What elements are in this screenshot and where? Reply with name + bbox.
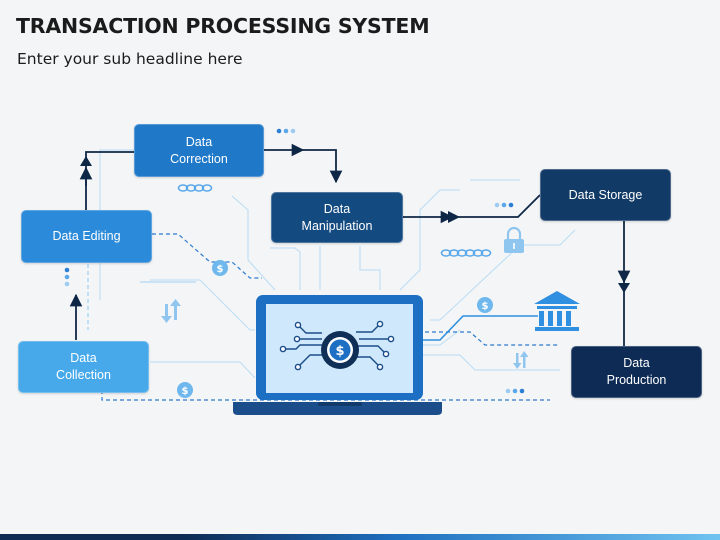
- flow-arrowhead: [448, 211, 460, 223]
- chain-link-icon: [440, 249, 492, 257]
- dollar-coin-icon: $: [177, 382, 193, 398]
- node-data-correction: Data Correction: [134, 124, 264, 177]
- svg-text:$: $: [482, 301, 489, 312]
- node-label-line1: Data Editing: [52, 229, 121, 243]
- dollar-coin-icon: $: [212, 260, 228, 276]
- flow-arrowhead: [80, 156, 92, 166]
- node-label-line1: Data Storage: [568, 187, 643, 202]
- dot-cluster: [494, 202, 514, 208]
- flow-connectors: [69, 143, 631, 346]
- page-title: TRANSACTION PROCESSING SYSTEM: [16, 14, 430, 38]
- node-label-line2: Correction: [170, 151, 228, 166]
- node-label-line2: Collection: [56, 368, 111, 382]
- dot-cluster: [64, 267, 70, 287]
- svg-text:$: $: [335, 344, 344, 359]
- screen-circuit-lines: [286, 325, 388, 366]
- transfer-arrows-icon: [513, 351, 529, 369]
- node-data-manipulation: Data Manipulation: [271, 192, 403, 243]
- node-data-production: Data Production: [571, 346, 702, 398]
- node-data-collection: Data Collection: [18, 341, 149, 393]
- lock-icon: [504, 226, 524, 253]
- dollar-coin-icon: $: [477, 297, 493, 313]
- accent-connector: [422, 315, 538, 341]
- node-label-line2: Manipulation: [301, 218, 373, 233]
- dot-cluster: [276, 128, 296, 134]
- node-label-line1: Data: [323, 201, 351, 216]
- node-data-editing: Data Editing: [21, 210, 152, 263]
- node-label-line1: Data: [70, 351, 97, 365]
- transfer-arrows-icon: [161, 299, 181, 323]
- node-label-line1: Data: [623, 356, 650, 370]
- svg-text:$: $: [217, 264, 224, 275]
- page-subtitle: Enter your sub headline here: [17, 50, 243, 68]
- footer-gradient-bar: [0, 534, 720, 540]
- flow-arrowhead: [618, 283, 630, 293]
- screen-circuit-nodes: [279, 320, 395, 371]
- bank-icon: [534, 291, 580, 331]
- svg-text:$: $: [182, 386, 189, 397]
- node-label-line2: Production: [606, 373, 667, 387]
- dollar-chip-icon: $: [321, 331, 359, 369]
- dot-cluster: [505, 388, 525, 394]
- node-data-storage: Data Storage: [540, 169, 671, 221]
- node-label-line1: Data: [185, 134, 213, 149]
- chain-link-icon: [177, 184, 213, 192]
